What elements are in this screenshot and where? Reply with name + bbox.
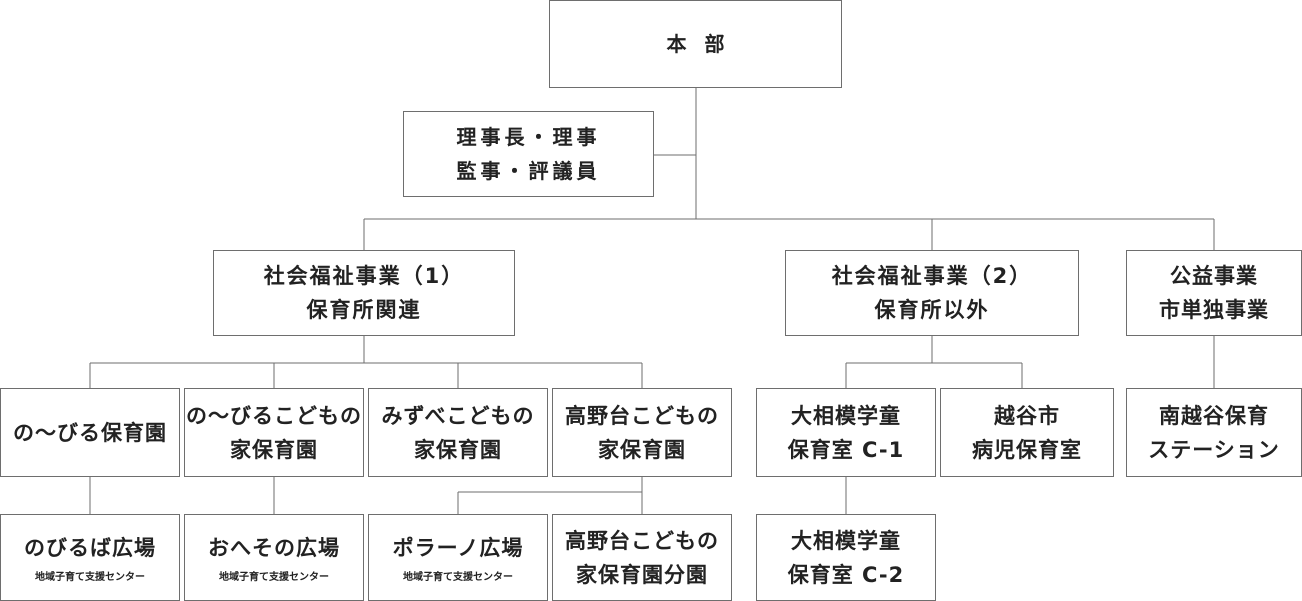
node-koshigaya-byoji: 越谷市 病児保育室 [940,388,1114,477]
node-social-welfare-1: 社会福祉事業（1） 保育所関連 [213,250,515,336]
node-public-service-line2: 市単独事業 [1159,298,1269,322]
node-hq: 本部 [549,0,842,88]
node-ohsagami-c1-line2: 保育室 C-1 [787,437,905,462]
node-mizube-kodomo-line2: 家保育園 [414,437,502,462]
node-nobiru-kodomo: の〜びるこどもの 家保育園 [184,388,364,477]
node-public-service-line1: 公益事業 [1170,264,1258,288]
node-minami-koshigaya-line2: ステーション [1148,437,1280,462]
node-ohesono-hiroba-sub: 地域子育て支援センター [219,571,329,583]
node-social-welfare-1-line1: 社会福祉事業（1） [263,264,465,288]
node-takanodai-kodomo-line1: 高野台こどもの [565,403,719,428]
node-ohsagami-c2-line1: 大相模学童 [791,528,901,553]
node-ohsagami-c1-line1: 大相模学童 [791,403,901,428]
node-minami-koshigaya-line1: 南越谷保育 [1159,403,1269,428]
node-nobiru-hoikuen-label: の〜びる保育園 [13,420,167,445]
node-social-welfare-2: 社会福祉事業（2） 保育所以外 [785,250,1079,336]
node-ohsagami-c2-line2: 保育室 C-2 [787,562,905,587]
node-takanodai-kodomo-line2: 家保育園 [598,437,686,462]
node-nobiruba-hiroba-sub: 地域子育て支援センター [35,571,145,583]
node-takanodai-bunen: 高野台こどもの 家保育園分園 [552,514,732,601]
node-koshigaya-byoji-line1: 越谷市 [994,403,1060,428]
node-ohesono-hiroba: おへその広場 地域子育て支援センター [184,514,364,601]
node-nobiruba-hiroba-label: のびるば広場 [24,535,156,560]
node-board-line2: 監事・評議員 [456,159,601,183]
node-board-line1: 理事長・理事 [456,125,601,149]
node-public-service: 公益事業 市単独事業 [1126,250,1302,336]
node-mizube-kodomo: みずべこどもの 家保育園 [368,388,548,477]
node-nobiru-kodomo-line2: 家保育園 [230,437,318,462]
node-social-welfare-1-line2: 保育所関連 [306,298,422,322]
node-polano-hiroba-sub: 地域子育て支援センター [403,571,513,583]
node-minami-koshigaya: 南越谷保育 ステーション [1126,388,1302,477]
node-ohsagami-c1: 大相模学童 保育室 C-1 [756,388,936,477]
node-koshigaya-byoji-line2: 病児保育室 [972,437,1082,462]
node-board: 理事長・理事 監事・評議員 [403,111,654,197]
node-polano-hiroba-label: ポラーノ広場 [392,535,524,560]
node-polano-hiroba: ポラーノ広場 地域子育て支援センター [368,514,548,601]
node-mizube-kodomo-line1: みずべこどもの [381,403,535,428]
node-social-welfare-2-line1: 社会福祉事業（2） [831,264,1033,288]
node-hq-label: 本部 [666,32,743,56]
node-takanodai-bunen-line2: 家保育園分園 [576,562,708,587]
node-ohsagami-c2: 大相模学童 保育室 C-2 [756,514,936,601]
node-ohesono-hiroba-label: おへその広場 [208,535,340,560]
node-takanodai-kodomo: 高野台こどもの 家保育園 [552,388,732,477]
node-nobiru-kodomo-line1: の〜びるこどもの [186,403,362,428]
node-nobiruba-hiroba: のびるば広場 地域子育て支援センター [0,514,180,601]
node-social-welfare-2-line2: 保育所以外 [874,298,990,322]
node-nobiru-hoikuen: の〜びる保育園 [0,388,180,477]
node-takanodai-bunen-line1: 高野台こどもの [565,528,719,553]
